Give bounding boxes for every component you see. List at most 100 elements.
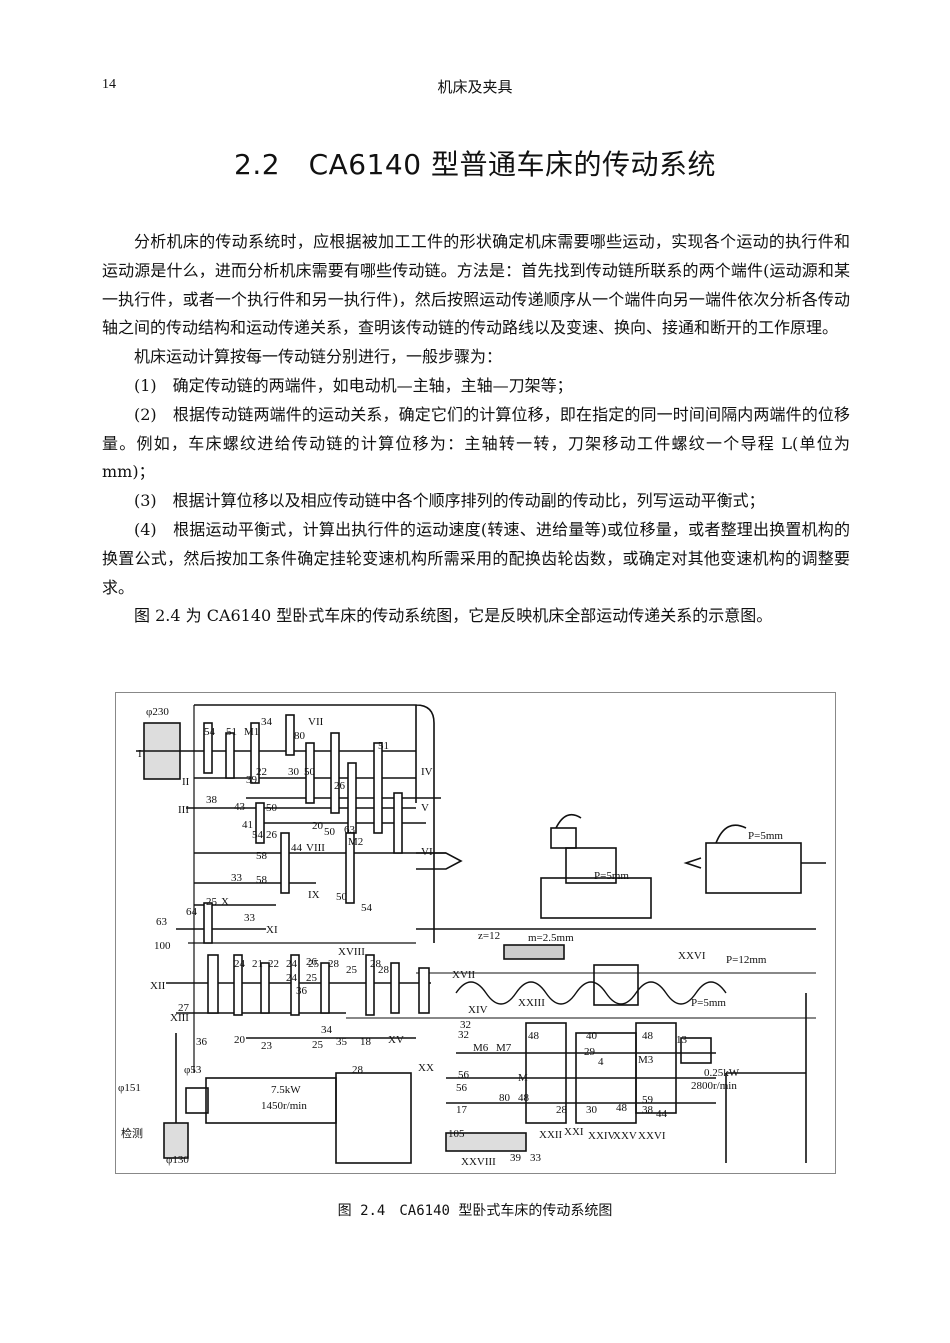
gear-tooth-count: 54 (252, 829, 264, 841)
paragraph: 分析机床的传动系统时，应根据被加工工件的形状确定机床需要哪些运动，实现各个运动的… (102, 232, 850, 338)
gear-tooth-count: 54 (361, 902, 373, 914)
diagram-svg: φ230 φ151 φ130 φ53 检测 7.5kW 1450r/min 0.… (118, 704, 826, 1168)
gear-tooth-count: 63 (344, 824, 356, 836)
label-shaft-VII: VII (308, 716, 324, 728)
gear-tooth-count: 80 (294, 730, 306, 742)
gear-tooth-count: 24 (286, 958, 298, 970)
gear-tooth-count: 36 (296, 985, 308, 997)
label-shaft-XXVI-top: XXVI (678, 950, 706, 962)
label-shaft-XXII: XXII (539, 1129, 563, 1141)
gear-tooth-count: 56 (458, 1069, 470, 1081)
gear-tooth-count: 21 (252, 958, 263, 970)
gear-tooth-count: 44 (291, 842, 303, 854)
gear-tooth-count: 34 (261, 716, 273, 728)
gear-tooth-count: 43 (234, 801, 246, 813)
gear-tooth-count: 30 (288, 766, 300, 778)
label-shaft-III: III (178, 804, 189, 816)
label-shaft-XXV: XXV (613, 1130, 637, 1142)
label-pitch-12mm: P=12mm (726, 954, 767, 966)
list-item: (4) 根据运动平衡式，计算出执行件的运动速度(转速、进给量等)或位移量，或者整… (102, 519, 850, 597)
gear-tooth-count: 33 (231, 872, 243, 884)
label-clutch-M2: M2 (348, 836, 363, 848)
gear-tooth-count: 28 (378, 964, 390, 976)
label-shaft-XIV: XIV (468, 1004, 488, 1016)
body-text: 分析机床的传动系统时，应根据被加工工件的形状确定机床需要哪些运动，实现各个运动的… (102, 228, 850, 631)
diagram-labels: φ230 φ151 φ130 φ53 检测 7.5kW 1450r/min 0.… (118, 706, 783, 1168)
label-shaft-XVIII: XVIII (338, 946, 365, 958)
gear-tooth-count: 27 (178, 1002, 190, 1014)
gear-tooth-count: 33 (530, 1152, 542, 1164)
gear-tooth-count: 48 (616, 1102, 628, 1114)
gear-tooth-count: 50 (336, 891, 348, 903)
label-rapid-motor-speed: 2800r/min (691, 1080, 737, 1092)
label-pitch-5mm-carriage: P=5mm (594, 870, 629, 882)
gear-tooth-count: 105 (448, 1128, 465, 1140)
label-pitch-5mm-cross: P=5mm (691, 997, 726, 1009)
figure-caption: 图 2.4 CA6140 型卧式车床的传动系统图 (337, 1203, 613, 1219)
label-rapid-motor-power: 0.25kW (704, 1067, 740, 1079)
gear-tooth-count: 56 (456, 1082, 468, 1094)
gear-tooth-count: 24 (286, 972, 298, 984)
label-shaft-IX: IX (308, 889, 320, 901)
label-main-motor-power: 7.5kW (271, 1084, 301, 1096)
label-shaft-XXIII: XXIII (518, 997, 545, 1009)
gear-tooth-count: 26 (306, 956, 318, 968)
gear-tooth-count: 33 (244, 912, 256, 924)
gear-tooth-count: 24 (234, 958, 246, 970)
gear-tooth-count: 40 (586, 1030, 598, 1042)
label-shaft-VI: VI (421, 846, 433, 858)
list-item: (1) 确定传动链的两端件，如电动机—主轴，主轴—刀架等； (134, 375, 573, 395)
gear-tooth-count: 28 (328, 958, 340, 970)
gear-tooth-count: 50 (266, 802, 278, 814)
gear-tooth-count: 18 (360, 1036, 372, 1048)
paragraph: 机床运动计算按每一传动链分别进行，一般步骤为： (134, 347, 503, 367)
gear-tooth-count: 80 (499, 1092, 511, 1104)
gear-tooth-count: 13 (676, 1034, 688, 1046)
label-shaft-X: X (221, 896, 229, 908)
gear-tooth-count: 17 (456, 1104, 468, 1116)
label-rack-z: z=12 (478, 930, 500, 942)
label-pulley-130: φ130 (166, 1154, 189, 1166)
list-item: (3) 根据计算位移以及相应传动链中各个顺序排列的传动副的传动比，列写运动平衡式… (134, 491, 765, 511)
gear-tooth-count: 25 (206, 896, 218, 908)
gear-tooth-count: 44 (656, 1108, 668, 1120)
gear-tooth-count: 48 (528, 1030, 540, 1042)
label-shaft-XIII: XIII (170, 1012, 189, 1024)
gear-tooth-count: 23 (261, 1040, 273, 1052)
gear-tooth-count: 29 (584, 1046, 596, 1058)
gear-tooth-count: 58 (256, 874, 268, 886)
gear-tooth-count: 20 (234, 1034, 246, 1046)
gear-tooth-count: 38 (642, 1104, 654, 1116)
paragraph: 图 2.4 为 CA6140 型卧式车床的传动系统图，它是反映机床全部运动传递关… (134, 606, 773, 626)
gear-tooth-count: 25 (312, 1039, 324, 1051)
label-clutch-M7: M7 (496, 1042, 512, 1054)
gear-tooth-count: 30 (586, 1104, 598, 1116)
gear-tooth-count: 28 (556, 1104, 568, 1116)
gear-tooth-count: 59 (642, 1094, 654, 1106)
label-main-motor-speed: 1450r/min (261, 1100, 307, 1112)
gear-tooth-count: 26 (334, 780, 346, 792)
gear-tooth-count: 39 (246, 774, 258, 786)
gear-tooth-count: 38 (206, 794, 218, 806)
gear-tooth-count: 34 (321, 1024, 333, 1036)
label-shaft-II: II (182, 776, 190, 788)
gear-tooth-count: 41 (242, 819, 253, 831)
label-shaft-V: V (421, 802, 429, 814)
label-shaft-XXVI: XXVI (638, 1130, 666, 1142)
gear-tooth-count: 50 (324, 826, 336, 838)
gear-tooth-count: 25 (308, 958, 320, 970)
label-inspect: 检测 (121, 1126, 143, 1140)
label-clutch-M: M (518, 1072, 528, 1084)
gear-tooth-count: 54 (204, 726, 216, 738)
gear-tooth-count: 39 (510, 1152, 522, 1164)
label-rack-m: m=2.5mm (528, 932, 574, 944)
label-pulley-53: φ53 (184, 1064, 202, 1076)
section-title: 2.2 CA6140 型普通车床的传动系统 (234, 148, 716, 181)
label-shaft-XII: XII (150, 980, 166, 992)
label-clutch-M1: M1 (244, 726, 259, 738)
label-shaft-XXIV: XXIV (588, 1130, 616, 1142)
gear-tooth-count: 64 (186, 906, 198, 918)
running-head: 机床及夹具 (437, 78, 513, 96)
list-item: (2) 根据传动链两端件的运动关系，确定它们的计算位移，即在指定的同一时间间隔内… (102, 404, 850, 482)
gear-tooth-count: 58 (256, 850, 268, 862)
